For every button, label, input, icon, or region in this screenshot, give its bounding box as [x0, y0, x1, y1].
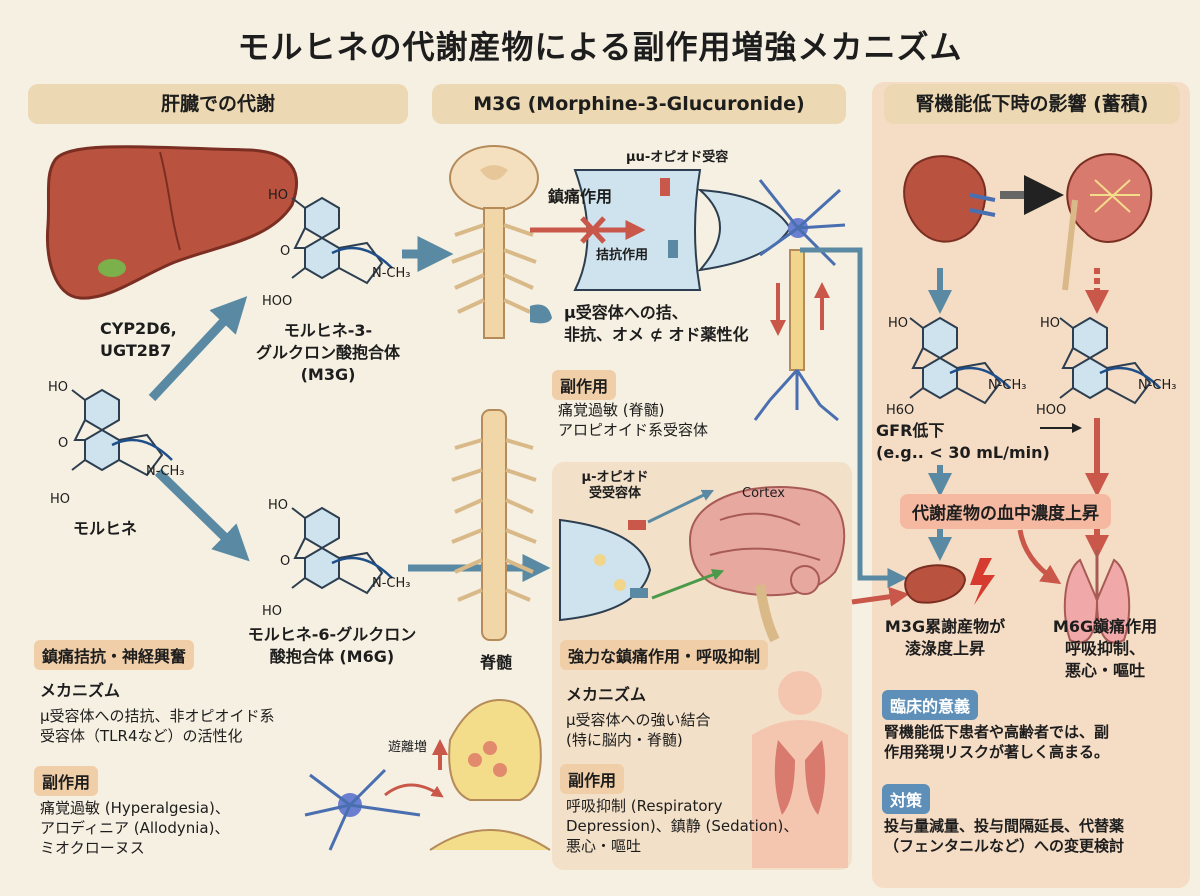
neuron-synapse-icon [304, 698, 551, 851]
page-title: モルヒネの代謝産物による副作用増強メカニズム [237, 28, 963, 66]
arrow-to-m3g [148, 296, 248, 402]
m3g-right-nch3: N-CH₃ [988, 378, 1027, 393]
mid-side-text2: 呼吸抑制 (Respiratory Depression)、鎮静 (Sedati… [566, 797, 799, 855]
small-liver-icon [904, 564, 967, 604]
left-side-text: 痛覚過敏 (Hyperalgesia)、 アロディニア (Allodynia)、… [40, 799, 230, 857]
kidney-normal-icon [903, 155, 996, 243]
strong-analgesia-tag: 強力な鎮痛作用・呼吸抑制 [560, 640, 769, 670]
morphine-ho-top: HO [48, 380, 69, 395]
morphine-molecule [70, 388, 174, 477]
gfr-label: GFR低下 (e.g.. < 30 mL/min) [876, 421, 1050, 462]
m3g-label: モルヒネ-3- グルクロン酸抱合体 (M3G) [255, 321, 400, 384]
mid-side-tag: 副作用 [552, 370, 617, 400]
m6g-o: O [280, 554, 291, 569]
measure-tag: 対策 [882, 784, 931, 814]
green-path-arrow [651, 569, 725, 600]
m3g-right-ho: HO [888, 316, 909, 331]
mid-side-text: 痛覚過敏 (脊髄) アロピオイド系受容体 [558, 401, 709, 439]
left-side-tag: 副作用 [34, 766, 99, 796]
m3g-ho-top: HO [268, 188, 289, 203]
lungs-icon [1063, 550, 1131, 644]
receptor-label: μu-オピオド受容 [626, 150, 729, 165]
m3g-to-liver-arrow [800, 247, 908, 588]
m6g-to-liver-arrow [851, 586, 910, 607]
receptor2-label: μ-オピオド 受受容体 [581, 470, 649, 501]
left-mech-text: μ受容体への拮抗、非オピオイド系 受容体（TLR4など）の活性化 [40, 707, 275, 745]
left-mech-title: メカニズム [40, 681, 121, 700]
enzyme-label: CYP2D6, UGT2B7 [100, 319, 177, 360]
m6g-ho-bottom: HO [262, 604, 283, 619]
spinal-column-icon [451, 409, 537, 641]
arrow-to-m6g [154, 468, 250, 562]
kidney-damaged-icon [1062, 153, 1153, 291]
m3g-hoo: HOO [262, 294, 293, 309]
spinal-label: 脊髄 [479, 653, 512, 672]
liver-icon [45, 145, 298, 300]
accumulation-tag: 代謝産物の血中濃度上昇 [900, 494, 1111, 529]
measure-text: 投与量減量、投与間隔延長、代替薬 （フェンタニルなど）への変更検討 [884, 817, 1125, 855]
receptor-fork-icon [530, 304, 552, 324]
m6g-right-hoo: HOO [1036, 403, 1067, 418]
m6g-nch3: N-CH₃ [372, 576, 411, 591]
m3g-nch3: N-CH₃ [372, 266, 411, 281]
blue-path-arrow [647, 489, 715, 524]
m3g-header: M3G (Morphine-3-Glucuronide) [432, 84, 846, 124]
morphine-ho-bottom: HO [50, 492, 71, 507]
m3g-synapse-icon [573, 169, 846, 422]
morphine-o: O [58, 436, 69, 451]
antagonism-tag: 鎮痛拮抗・神経興奮 [34, 640, 195, 670]
m6g-ho-top: HO [268, 498, 289, 513]
m3g-o: O [280, 244, 291, 259]
m3g-right-h6o: H6O [886, 403, 915, 418]
mid-mech-title: メカニズム [566, 685, 647, 704]
liver-header: 肝臓での代謝 [28, 84, 408, 124]
analgesia-label: 鎮痛作用 [548, 187, 613, 206]
m6g-effect-label: M6G鎭痛作用 呼吸抑制、 悪心・嘔吐 [1052, 617, 1158, 680]
cortex-label: Cortex [742, 486, 785, 501]
spinal-cord-icon [449, 145, 539, 339]
mu-text: μ受容体への拮、 非抗、オメ ⊄ オド薬性化 [564, 303, 749, 344]
morphine-label: モルヒネ [72, 519, 137, 538]
m3g-effect-label: M3G累謝産物が 淩淥度上昇 [884, 617, 1006, 658]
brain-icon [688, 486, 846, 643]
m6g-right-ho: HO [1040, 316, 1061, 331]
m6g-label: モルヒネ-6-グルクロン 酸抱合体 (M6G) [247, 625, 417, 666]
mid-mech-text: μ受容体への強い結合 (特に脳内・脊髄) [566, 711, 711, 749]
release-label: 遊離増 [388, 740, 428, 755]
m6g-receptor-icon [559, 518, 652, 622]
morphine-nch3: N-CH₃ [146, 464, 185, 479]
block-mark-icon [580, 216, 606, 244]
respiratory-figure-icon [752, 671, 848, 868]
clinical-text: 腎機能低下患者や高齢者では、副 作用発現リスクが著しく高まる。 [884, 723, 1110, 761]
arrow-to-lungs-curve [1017, 529, 1062, 585]
m6g-right-nch3: N-CH₃ [1138, 378, 1177, 393]
clinical-tag: 臨床的意義 [882, 690, 979, 720]
lightning-icon [970, 558, 995, 605]
renal-header: 腎機能低下時の影響 (蓄積) [884, 84, 1180, 124]
mid-side-tag2: 副作用 [560, 764, 625, 794]
antagonism-label: 拮抗作用 [596, 248, 649, 263]
